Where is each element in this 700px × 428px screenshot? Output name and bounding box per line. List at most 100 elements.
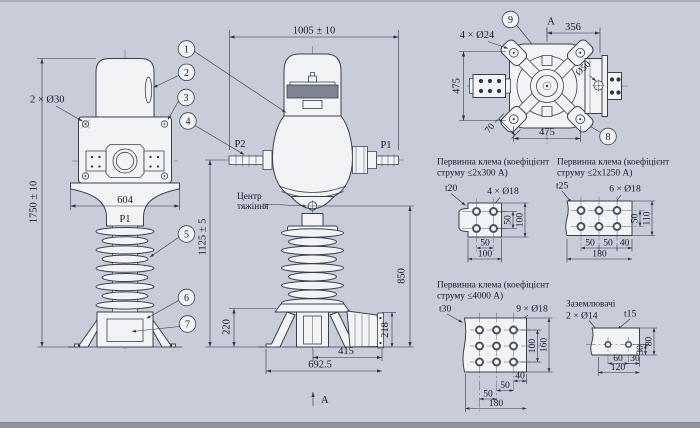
detail2-dim-col2: 50 <box>603 237 613 248</box>
side-view: Р2 Р1 <box>198 26 414 406</box>
front-terminal-label: Р1 <box>119 214 130 225</box>
detail4-dim-edge: 30 <box>630 353 640 364</box>
callout-5 <box>177 225 196 243</box>
secondary-terminal-box <box>346 310 382 348</box>
detail4-dimensions: 30 80 60 30 120 <box>598 327 657 376</box>
view-a-title: А <box>547 17 555 28</box>
terminal-detail-1250: Первинна клема (коефіцієнт струму ≤2x125… <box>556 157 669 263</box>
detail1-dim-row: 50 <box>503 215 514 225</box>
dim-offset-label: 356 <box>565 22 581 33</box>
detail2-dim-col1: 50 <box>585 237 595 248</box>
callout-3 <box>177 88 195 107</box>
dim-span-v-label: 475 <box>452 78 463 94</box>
dim-height-label: 1750 ± 10 <box>29 181 40 224</box>
detail1-holes: 4 × Ø18 <box>487 186 519 197</box>
detail2-title-2: струму ≤2x1250 А) <box>557 168 632 179</box>
detail3-dim-col2: 50 <box>500 380 510 391</box>
terminal-p1 <box>352 146 399 174</box>
corner-bolts <box>80 119 169 180</box>
detail4-title-1: Заземлювачі <box>566 300 616 310</box>
front-dimensions: 1750 ± 10 2 × Ø30 604 Р1 <box>29 58 180 348</box>
oil-gauge <box>144 76 153 104</box>
bottom-view: А 356 4 × Ø24 475 475 70 Ø50 <box>452 17 628 144</box>
callout-7 <box>178 315 197 333</box>
detail4-dim-row: 30 <box>635 345 646 355</box>
grounding-detail: Заземлювачі 2 × Ø14 t15 30 80 60 30 120 <box>566 300 657 376</box>
callout-8 <box>599 127 617 146</box>
callout-3-label: 3 <box>184 93 189 104</box>
front-base <box>68 311 182 348</box>
dim-axis-height-label: 1125 ± 5 <box>198 219 209 256</box>
dim-box-height-label: 218 <box>380 322 391 338</box>
detail2-dim-width: 180 <box>592 248 607 259</box>
detail2-title-1: Первинна клема (коефіцієнт <box>557 157 669 168</box>
detail3-title-2: струму ≤4000 А) <box>437 291 503 302</box>
detail2-holes: 6 × Ø18 <box>609 184 641 195</box>
detail3-thickness: t30 <box>439 304 451 315</box>
detail3-dim-width: 180 <box>489 398 504 409</box>
cg-label-2: тяжіння <box>237 202 269 212</box>
detail1-title-1: Первинна клема (коефіцієнт <box>437 157 549 168</box>
callout-2 <box>177 63 196 82</box>
terminal-p1-label: Р1 <box>380 140 391 151</box>
detail1-thickness: t20 <box>445 183 457 194</box>
detail2-dim-edge: 40 <box>620 237 630 248</box>
dim-corner-holes-label: 2 × Ø30 <box>30 95 65 106</box>
side-tank <box>272 115 353 197</box>
callout-9 <box>501 10 520 29</box>
dim-box-offset-label: 415 <box>338 346 354 357</box>
diagonal-ribs-1 <box>500 39 594 133</box>
callout-1 <box>177 40 196 58</box>
cg-label-1: Центр <box>237 192 262 202</box>
terminal-p2 <box>228 150 273 170</box>
dim-span-h-label: 475 <box>539 127 555 138</box>
callout-6 <box>177 288 196 307</box>
detail4-dim-col1: 60 <box>613 353 623 364</box>
detail4-plate <box>590 327 640 356</box>
detail1-dim-height: 100 <box>515 213 526 228</box>
callout-9-label: 9 <box>508 15 513 26</box>
terminal-p2-label: Р2 <box>234 139 245 150</box>
front-head <box>95 58 155 118</box>
detail3-dim-edge: 40 <box>515 370 525 381</box>
center-of-gravity-symbol <box>306 200 319 212</box>
detail3-title-1: Первинна клема (коефіцієнт <box>437 280 549 291</box>
callouts: 1 2 3 4 5 6 7 8 9 <box>131 10 617 333</box>
view-a-label: А <box>321 395 329 406</box>
callout-2-label: 2 <box>184 68 189 79</box>
terminal-detail-300: Первинна клема (коефіцієнт струму ≤2x300… <box>437 157 549 263</box>
detail1-title-2: струму ≤2x300 А) <box>437 168 508 179</box>
callout-4-label: 4 <box>186 117 191 128</box>
primary-terminal-plate <box>286 72 339 109</box>
side-dimensions: 1005 ± 10 Центр тяжіння 1125 ± 5 220 850… <box>198 26 414 406</box>
dim-total-width-label: 1005 ± 10 <box>293 26 336 37</box>
front-insulator <box>95 225 155 313</box>
callout-7-label: 7 <box>185 320 190 331</box>
bottom-left-terminal <box>469 74 511 98</box>
dim-cg-height-label: 850 <box>397 268 408 284</box>
detail4-title-2: 2 × Ø14 <box>566 311 598 322</box>
detail2-dim-height: 110 <box>642 211 653 225</box>
callout-8-label: 8 <box>606 132 611 143</box>
side-base <box>258 303 392 349</box>
terminal-detail-4000: Первинна клема (коефіцієнт струму ≤4000 … <box>437 280 553 412</box>
callout-4 <box>179 112 197 130</box>
detail3-dimensions: 100 160 40 50 50 180 <box>465 317 553 412</box>
detail4-dim-width: 120 <box>611 362 626 373</box>
detail2-thickness: t25 <box>556 181 568 192</box>
detail3-holes: 9 × Ø18 <box>516 304 548 315</box>
callout-6-label: 6 <box>184 293 189 304</box>
dim-corner-holes-label-a: 4 × Ø24 <box>460 30 495 41</box>
callout-1-label: 1 <box>184 45 189 56</box>
detail2-dimensions: 50 110 50 50 40 180 <box>566 200 656 263</box>
dim-flange-width-label: 604 <box>117 195 134 206</box>
detail2-dim-row: 50 <box>630 214 641 224</box>
detail3-dim-col1: 50 <box>483 388 493 399</box>
detail4-dim-height: 80 <box>644 337 655 347</box>
detail1-dim-width: 100 <box>478 248 493 259</box>
callout-5-label: 5 <box>184 230 189 241</box>
bottom-view-dimensions: А 356 4 × Ø24 475 475 70 Ø50 <box>452 17 601 142</box>
